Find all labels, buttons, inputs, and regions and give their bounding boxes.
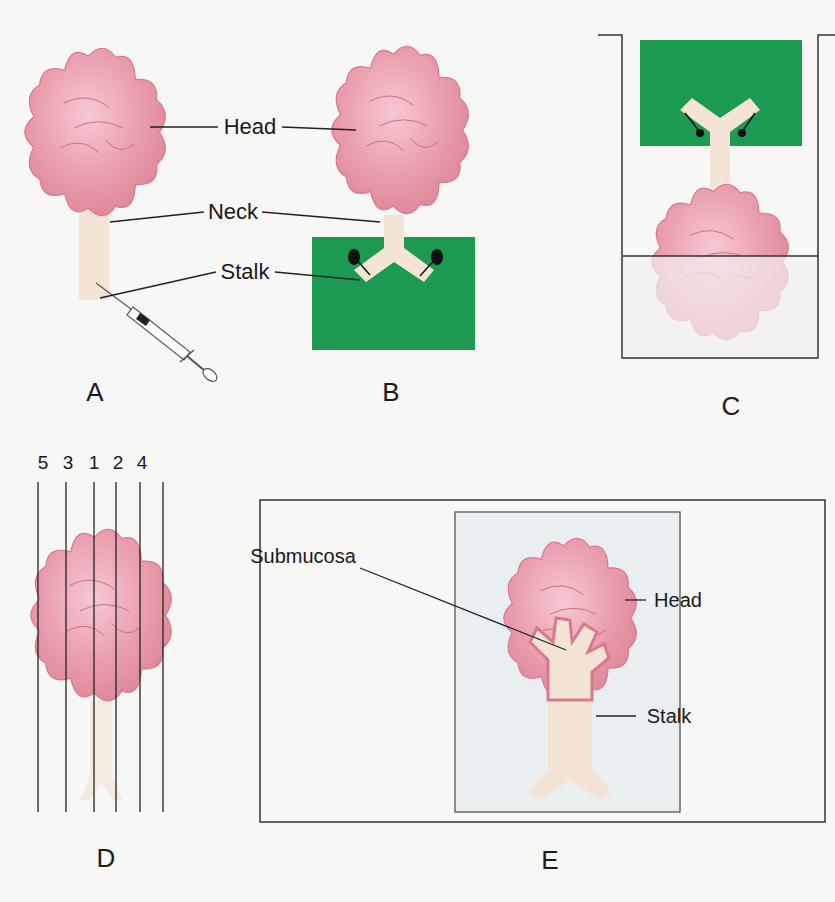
panel-letter: A xyxy=(86,378,103,407)
part-label: Head xyxy=(224,115,277,139)
fixative xyxy=(623,256,818,358)
surface-fold xyxy=(106,140,134,149)
section-line xyxy=(37,482,38,812)
head-outline xyxy=(31,529,172,701)
part-label: Neck xyxy=(208,200,258,224)
head-outline xyxy=(25,48,166,216)
syringe xyxy=(96,283,219,384)
surface-fold xyxy=(64,98,110,107)
surface-fold xyxy=(66,626,105,636)
panel-letter: B xyxy=(382,378,399,407)
part-label: Submucosa xyxy=(250,545,356,567)
panel-letter: C xyxy=(722,392,741,421)
section-number: 2 xyxy=(113,453,124,474)
stalk xyxy=(79,210,109,300)
section-number: 3 xyxy=(63,453,74,474)
surface-fold xyxy=(369,96,413,105)
section-line xyxy=(139,482,140,812)
section-slide xyxy=(455,512,680,812)
submucosa xyxy=(530,618,609,700)
surface-fold xyxy=(540,586,583,595)
container xyxy=(598,35,835,358)
pinned-stalk xyxy=(680,98,760,192)
pinned-stalk xyxy=(354,215,434,282)
fluid-level xyxy=(623,255,818,256)
stalk xyxy=(528,690,612,800)
surface-fold xyxy=(380,120,428,126)
polyp-head xyxy=(31,529,172,701)
part-label: Stalk xyxy=(221,260,270,284)
section-line xyxy=(162,482,163,812)
section-line xyxy=(115,482,116,812)
panel-letter: E xyxy=(541,846,558,875)
part-label: Stalk xyxy=(647,705,691,727)
section-lines xyxy=(38,482,163,812)
section-line xyxy=(65,482,66,812)
part-label: Head xyxy=(654,589,702,611)
section-number: 4 xyxy=(137,453,148,474)
leader-lines xyxy=(360,568,646,716)
surface-fold xyxy=(366,141,403,150)
polyp-head xyxy=(25,48,166,216)
surface-fold xyxy=(689,231,733,240)
surface-fold xyxy=(550,608,596,614)
pins xyxy=(685,113,755,137)
pins xyxy=(348,249,443,276)
section-line xyxy=(93,482,94,812)
surface-fold xyxy=(80,605,129,611)
section-number: 5 xyxy=(38,453,49,474)
section-number: 1 xyxy=(89,453,100,474)
surface-fold xyxy=(60,143,99,152)
surface-fold xyxy=(74,122,123,128)
leader-lines xyxy=(100,127,380,298)
surface-fold xyxy=(70,580,116,590)
surface-fold xyxy=(410,138,437,147)
panel-letter: D xyxy=(97,844,116,873)
